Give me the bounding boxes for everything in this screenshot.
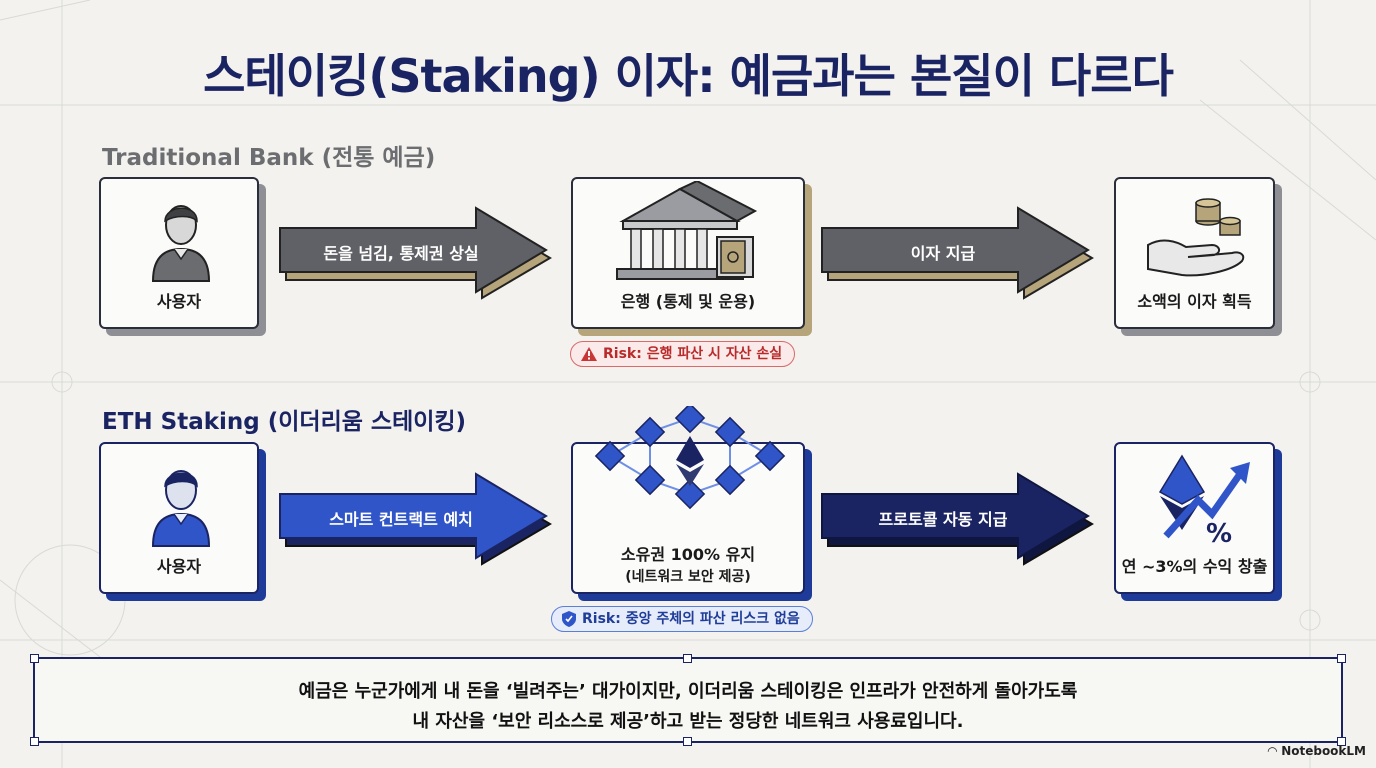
bank-user-card: 사용자	[99, 177, 259, 329]
eth-risk-text: Risk: 중앙 주체의 파산 리스크 없음	[582, 611, 800, 627]
eth-ownership-label: 소유권 100% 유지	[620, 545, 756, 564]
bank-arrow-deposit-label: 돈을 넘김, 통제권 상실	[323, 244, 479, 263]
summary-line-2: 내 자산을 ‘보안 리소스로 제공’하고 받는 정당한 네트워크 사용료입니다.	[412, 711, 964, 732]
coins-hand-icon	[1147, 198, 1245, 277]
bank-section-heading: Traditional Bank (전통 예금)	[102, 145, 436, 171]
eth-growth-icon: %	[1158, 454, 1250, 548]
corner-handle	[1337, 737, 1346, 746]
edge-handle	[683, 737, 692, 746]
eth-network-card: 소유권 100% 유지 (네트워크 보안 제공)	[571, 406, 805, 594]
notebooklm-icon: ◠	[1267, 744, 1282, 758]
corner-handle	[30, 654, 39, 663]
bank-building-icon	[616, 181, 758, 280]
bank-arrow-interest: 이자 지급	[818, 200, 1100, 300]
eth-security-label: (네트워크 보안 제공)	[625, 569, 751, 585]
footer-brand: NotebookLM	[1281, 744, 1366, 758]
eth-arrow-protocol: 프로토콜 자동 지급	[818, 466, 1100, 566]
bank-result-card: 소액의 이자 획득	[1114, 177, 1275, 329]
bank-result-label: 소액의 이자 획득	[1137, 292, 1252, 311]
svg-text:%: %	[1206, 519, 1232, 548]
notebooklm-logo: ◠ NotebookLM	[1268, 744, 1366, 758]
eth-user-card: 사용자	[99, 442, 259, 594]
edge-handle	[683, 654, 692, 663]
eth-user-label: 사용자	[156, 557, 202, 576]
blockchain-network-icon	[594, 406, 786, 510]
corner-handle	[1337, 654, 1346, 663]
corner-handle	[30, 737, 39, 746]
user-gray-icon	[151, 205, 211, 282]
eth-arrow-deposit-label: 스마트 컨트랙트 예치	[329, 510, 473, 529]
eth-risk-badge: Risk: 중앙 주체의 파산 리스크 없음	[551, 606, 813, 632]
warning-icon	[581, 347, 597, 361]
bank-arrow-deposit: 돈을 넘김, 통제권 상실	[276, 200, 558, 300]
shield-icon	[562, 611, 576, 627]
eth-arrow-deposit: 스마트 컨트랙트 예치	[276, 466, 558, 566]
eth-result-label: 연 ~3%의 수익 창출	[1121, 557, 1268, 576]
eth-section-heading: ETH Staking (이더리움 스테이킹)	[102, 409, 467, 435]
bank-user-label: 사용자	[156, 292, 202, 311]
bank-arrow-interest-label: 이자 지급	[910, 244, 976, 263]
bank-institution-label: 은행 (통제 및 운용)	[620, 292, 756, 311]
page-title: 스테이킹(Staking) 이자: 예금과는 본질이 다르다	[203, 49, 1174, 103]
bank-risk-text: Risk: 은행 파산 시 자산 손실	[603, 346, 783, 362]
bank-institution-card: 은행 (통제 및 운용)	[571, 177, 805, 329]
eth-result-card: % 연 ~3%의 수익 창출	[1114, 442, 1275, 594]
user-blue-icon	[151, 470, 211, 547]
eth-arrow-protocol-label: 프로토콜 자동 지급	[878, 510, 1008, 529]
bank-risk-badge: Risk: 은행 파산 시 자산 손실	[570, 341, 796, 367]
summary-box: 예금은 누군가에게 내 돈을 ‘빌려주는’ 대가이지만, 이더리움 스테이킹은 …	[30, 654, 1346, 746]
summary-line-1: 예금은 누군가에게 내 돈을 ‘빌려주는’ 대가이지만, 이더리움 스테이킹은 …	[298, 681, 1078, 702]
